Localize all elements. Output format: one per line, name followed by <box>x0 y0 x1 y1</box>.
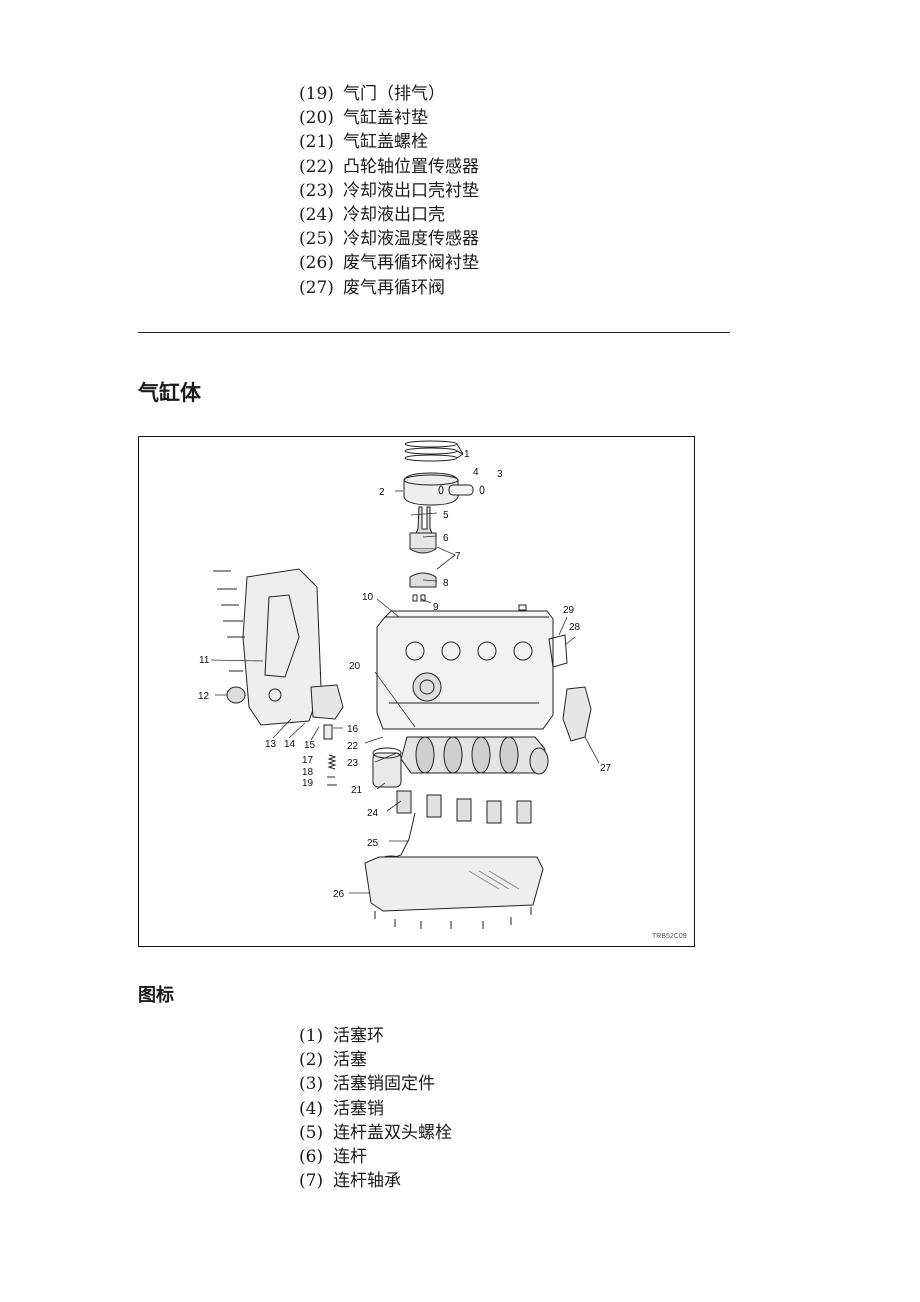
callout-3: 3 <box>497 469 503 480</box>
item-text: 连杆盖双头螺栓 <box>333 1122 452 1143</box>
callout-9: 9 <box>433 602 439 613</box>
list-item: (1) 活塞环 <box>299 1024 452 1048</box>
callout-11: 11 <box>199 655 210 666</box>
item-text: 活塞销固定件 <box>333 1074 435 1095</box>
callout-27: 27 <box>600 763 612 774</box>
callout-14: 14 <box>284 739 296 750</box>
section-title: 气缸体 <box>138 381 201 405</box>
item-number: (2) <box>299 1050 324 1071</box>
callout-25: 25 <box>367 838 379 849</box>
list-item: (25) 冷却液温度传感器 <box>299 227 479 251</box>
callout-labels: 1 2 3 4 5 6 7 8 9 10 11 12 13 14 15 16 1… <box>198 449 612 900</box>
item-text: 连杆 <box>333 1146 367 1167</box>
item-number: (21) <box>299 132 334 153</box>
callout-1: 1 <box>464 449 470 460</box>
item-text: 气缸盖螺栓 <box>343 132 428 153</box>
item-number: (26) <box>299 253 334 274</box>
item-number: (23) <box>299 180 334 201</box>
list-item: (23) 冷却液出口壳衬垫 <box>299 179 479 203</box>
item-number: (19) <box>299 84 334 104</box>
legend-title: 图标 <box>138 985 174 1006</box>
item-number: (4) <box>299 1098 324 1119</box>
list-item: (26) 废气再循环阀衬垫 <box>299 251 479 275</box>
callout-13: 13 <box>265 739 277 750</box>
item-text: 废气再循环阀衬垫 <box>343 253 479 274</box>
item-text: 气门（排气） <box>343 84 445 104</box>
item-number: (3) <box>299 1074 324 1095</box>
list-item: (7) 连杆轴承 <box>299 1169 452 1193</box>
item-text: 冷却液温度传感器 <box>343 229 479 250</box>
item-number: (1) <box>299 1026 324 1046</box>
callout-2: 2 <box>379 487 385 498</box>
item-text: 冷却液出口壳 <box>343 204 445 225</box>
callout-28: 28 <box>569 622 581 633</box>
list-item: (5) 连杆盖双头螺栓 <box>299 1121 452 1145</box>
callout-19: 19 <box>302 778 314 789</box>
list-item: (21) 气缸盖螺栓 <box>299 130 479 154</box>
list-item: (4) 活塞销 <box>299 1097 452 1121</box>
figure-code: TRB52C09 <box>652 933 687 940</box>
list-item: (22) 凸轮轴位置传感器 <box>299 155 479 179</box>
legend-list: (1) 活塞环 (2) 活塞 (3) 活塞销固定件 (4) 活塞销 (5) 连杆盖双头螺栓… <box>299 1024 452 1193</box>
item-text: 凸轮轴位置传感器 <box>343 156 479 177</box>
list-item: (2) 活塞 <box>299 1048 452 1072</box>
item-text: 连杆轴承 <box>333 1171 401 1192</box>
item-number: (20) <box>299 108 334 129</box>
callout-23: 23 <box>347 758 359 769</box>
callout-26: 26 <box>333 889 345 900</box>
list-item: (6) 连杆 <box>299 1145 452 1169</box>
callout-16: 16 <box>347 724 359 735</box>
item-text: 废气再循环阀 <box>343 277 445 298</box>
callout-21: 21 <box>351 785 363 796</box>
item-number: (27) <box>299 277 334 298</box>
item-text: 冷却液出口壳衬垫 <box>343 180 479 201</box>
item-text: 活塞销 <box>333 1098 384 1119</box>
callout-20: 20 <box>349 661 361 672</box>
list-item: (20) 气缸盖衬垫 <box>299 106 479 130</box>
callout-12: 12 <box>198 691 210 702</box>
list-item: (27) 废气再循环阀 <box>299 276 479 300</box>
callout-8: 8 <box>443 578 449 589</box>
item-text: 活塞 <box>333 1050 367 1071</box>
callout-29: 29 <box>563 605 575 616</box>
item-number: (5) <box>299 1122 324 1143</box>
list-item: (3) 活塞销固定件 <box>299 1072 452 1096</box>
list-item: (24) 冷却液出口壳 <box>299 203 479 227</box>
item-number: (25) <box>299 229 334 250</box>
callout-15: 15 <box>304 740 316 751</box>
callout-5: 5 <box>443 510 449 521</box>
engine-block-exploded-diagram: 1 2 3 4 5 6 7 8 9 10 11 12 13 14 15 16 1… <box>198 440 687 940</box>
parts-list-continued: (19) 气门（排气） (20) 气缸盖衬垫 (21) 气缸盖螺栓 (22) 凸轮轴位置… <box>299 82 479 300</box>
callout-10: 10 <box>362 592 374 603</box>
callout-17: 17 <box>302 755 314 766</box>
item-number: (7) <box>299 1171 324 1192</box>
item-text: 气缸盖衬垫 <box>343 108 428 129</box>
callout-18: 18 <box>302 767 314 778</box>
exploded-view-figure: 1 2 3 4 5 6 7 8 9 10 11 12 13 14 15 16 1… <box>138 436 695 947</box>
callout-6: 6 <box>443 533 449 544</box>
item-number: (24) <box>299 204 334 225</box>
callout-24: 24 <box>367 808 379 819</box>
item-text: 活塞环 <box>333 1026 384 1046</box>
item-number: (22) <box>299 156 334 177</box>
section-divider <box>138 332 730 333</box>
callout-4: 4 <box>473 467 479 478</box>
list-item: (19) 气门（排气） <box>299 82 479 106</box>
item-number: (6) <box>299 1146 324 1167</box>
callout-7: 7 <box>455 551 461 562</box>
callout-22: 22 <box>347 741 359 752</box>
